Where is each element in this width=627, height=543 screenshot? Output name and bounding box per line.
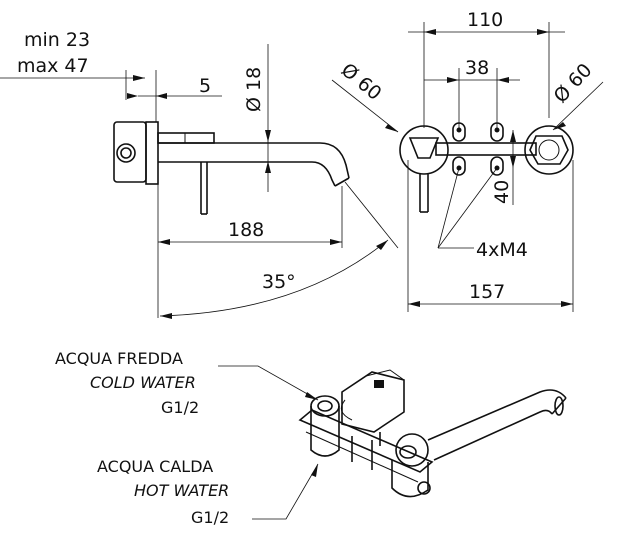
screw-leader-2	[437, 167, 498, 249]
spacing-label: 38	[465, 57, 489, 79]
spacing-arrow-left	[447, 77, 459, 83]
left-valve-seat	[408, 137, 440, 159]
rotation-arrow-left	[160, 313, 172, 319]
iso-cartridge-tab	[374, 380, 384, 388]
screw-leader-1	[437, 167, 460, 249]
depth-arrow	[133, 75, 145, 81]
depth-min-label: min 23	[24, 29, 90, 51]
iso-hot-rosette	[395, 433, 429, 467]
width-arrow-left	[424, 29, 436, 35]
overall-arrow-right	[561, 301, 573, 307]
iso-body-rail	[298, 409, 434, 473]
hot-label-en: HOT WATER	[134, 481, 229, 500]
iso-spout-outlet	[554, 396, 564, 416]
valve-body	[113, 121, 147, 183]
width-arrow-right	[537, 29, 549, 35]
spout-length-arrow-left	[158, 239, 170, 245]
overall-label: 157	[469, 281, 505, 303]
left-rosette-arrow	[385, 124, 398, 132]
right-valve-core	[538, 139, 560, 161]
height-label: 40	[491, 180, 513, 204]
side-view: min 23 max 47 5 Ø 18	[0, 29, 399, 319]
rotation-ext	[344, 181, 399, 249]
mounting-bar	[435, 142, 537, 156]
iso-spout-top	[427, 389, 567, 441]
cold-label-en: COLD WATER	[90, 373, 196, 392]
hot-label-size: G1/2	[191, 508, 229, 527]
cold-leader	[218, 365, 319, 401]
hot-label-it: ACQUA CALDA	[97, 457, 213, 476]
hot-arrow	[311, 464, 318, 477]
valve-inlet-ring	[116, 143, 136, 163]
rotation-arrow-right	[376, 240, 388, 250]
front-view: 110 38 Ø 60 Ø 60	[331, 9, 604, 312]
spout-length-label: 188	[228, 219, 264, 241]
offset-arrow-right	[156, 93, 167, 99]
spout-dia-label: Ø 18	[243, 67, 265, 112]
rotation-arc	[159, 239, 389, 317]
height-arrow-top	[510, 130, 516, 142]
iso-cartridge-body	[341, 371, 405, 433]
depth-max-label: max 47	[17, 55, 89, 77]
spacing-arrow-right	[497, 77, 509, 83]
iso-cold-inlet	[310, 395, 340, 417]
lever-housing	[157, 132, 215, 144]
iso-spout-tip	[551, 397, 567, 415]
iso-cartridge-ring	[340, 399, 353, 421]
mount-ear-bottom-right	[490, 156, 504, 176]
left-rosette-leader	[331, 79, 399, 133]
cold-arrow	[305, 392, 318, 400]
right-valve-seat	[529, 135, 569, 165]
spout-bottom-edge	[158, 161, 336, 187]
overall-arrow-left	[408, 301, 420, 307]
spout-top-edge	[158, 142, 350, 179]
cold-label-size: G1/2	[161, 398, 199, 417]
hot-leader	[252, 463, 319, 520]
iso-cartridge-top	[365, 369, 405, 381]
iso-rail-underside	[305, 431, 419, 483]
iso-cold-body	[310, 406, 340, 457]
mount-ear-bottom-left	[452, 156, 466, 176]
spout-dia-arrow-top	[265, 130, 271, 142]
width-label: 110	[467, 9, 503, 31]
mount-ear-top-right	[490, 122, 504, 142]
spout-dia-arrow-bottom	[265, 161, 271, 173]
right-rosette-label: Ø 60	[550, 59, 597, 107]
iso-cold-inlet-bore	[317, 400, 333, 412]
right-rosette	[524, 125, 574, 175]
left-rosette	[399, 125, 449, 175]
iso-hot-body	[391, 460, 429, 498]
spout-length-arrow-right	[330, 239, 342, 245]
valve-inlet-core	[120, 147, 132, 159]
right-rosette-leader	[552, 81, 604, 131]
spout-outlet	[334, 177, 350, 187]
wall-flange	[145, 121, 159, 185]
screw-label: 4xM4	[476, 239, 528, 261]
rotation-label: 35°	[262, 271, 296, 293]
mount-ear-top-left	[452, 122, 466, 142]
cold-label-it: ACQUA FREDDA	[55, 349, 183, 368]
offset-label: 5	[199, 75, 211, 97]
screw-hole-1	[456, 127, 462, 133]
iso-spout-bottom	[433, 409, 553, 461]
height-arrow-bottom	[510, 156, 516, 168]
iso-hot-outlet	[417, 481, 431, 495]
isometric-view: ACQUA FREDDA COLD WATER G1/2 ACQUA CALDA…	[55, 349, 567, 527]
screw-hole-2	[494, 127, 500, 133]
iso-hot-bore	[399, 445, 417, 459]
left-rosette-label: Ø 60	[337, 59, 386, 105]
right-rosette-arrow	[553, 122, 566, 130]
offset-arrow-left	[127, 93, 138, 99]
